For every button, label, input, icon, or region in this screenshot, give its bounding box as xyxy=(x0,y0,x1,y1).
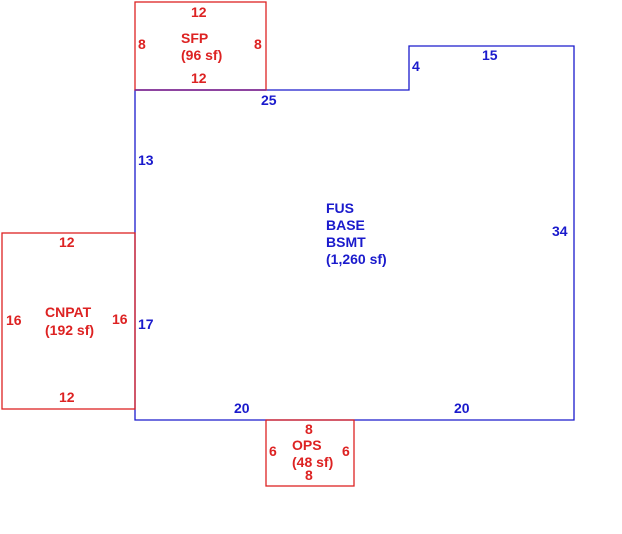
main-dim-bottom-left: 20 xyxy=(234,400,250,416)
sfp-size: (96 sf) xyxy=(181,47,222,63)
main-area-label-3: BSMT xyxy=(326,234,366,250)
cnpat-name: CNPAT xyxy=(45,304,92,320)
main-dim-right: 34 xyxy=(552,223,568,239)
main-dim-top-right: 15 xyxy=(482,47,498,63)
main-dim-notch: 4 xyxy=(412,58,420,74)
cnpat-dim-top: 12 xyxy=(59,234,75,250)
main-area-label-2: BASE xyxy=(326,217,365,233)
ops-dim-left: 6 xyxy=(269,443,277,459)
cnpat-size: (192 sf) xyxy=(45,322,94,338)
main-dim-top-left: 25 xyxy=(261,92,277,108)
main-area-outline xyxy=(134,45,575,421)
ops-outline xyxy=(265,419,355,487)
ops-size: (48 sf) xyxy=(292,454,333,470)
sfp-name: SFP xyxy=(181,30,208,46)
ops-dim-top: 8 xyxy=(305,421,313,437)
sfp-dim-right: 8 xyxy=(254,36,262,52)
cnpat-dim-left: 16 xyxy=(6,312,22,328)
main-dim-bottom-right: 20 xyxy=(454,400,470,416)
ops-dim-bottom: 8 xyxy=(305,467,313,483)
sfp-dim-left: 8 xyxy=(138,36,146,52)
ops-dim-right: 6 xyxy=(342,443,350,459)
main-area-size: (1,260 sf) xyxy=(326,251,387,267)
main-dim-left-upper: 13 xyxy=(138,152,154,168)
sfp-dim-bottom: 12 xyxy=(191,70,207,86)
cnpat-dim-bottom: 12 xyxy=(59,389,75,405)
cnpat-dim-right: 16 xyxy=(112,311,128,327)
ops-name: OPS xyxy=(292,437,322,453)
cnpat-outline xyxy=(1,232,136,410)
main-area-label-1: FUS xyxy=(326,200,354,216)
sfp-dim-top: 12 xyxy=(191,4,207,20)
main-dim-left-lower: 17 xyxy=(138,316,154,332)
